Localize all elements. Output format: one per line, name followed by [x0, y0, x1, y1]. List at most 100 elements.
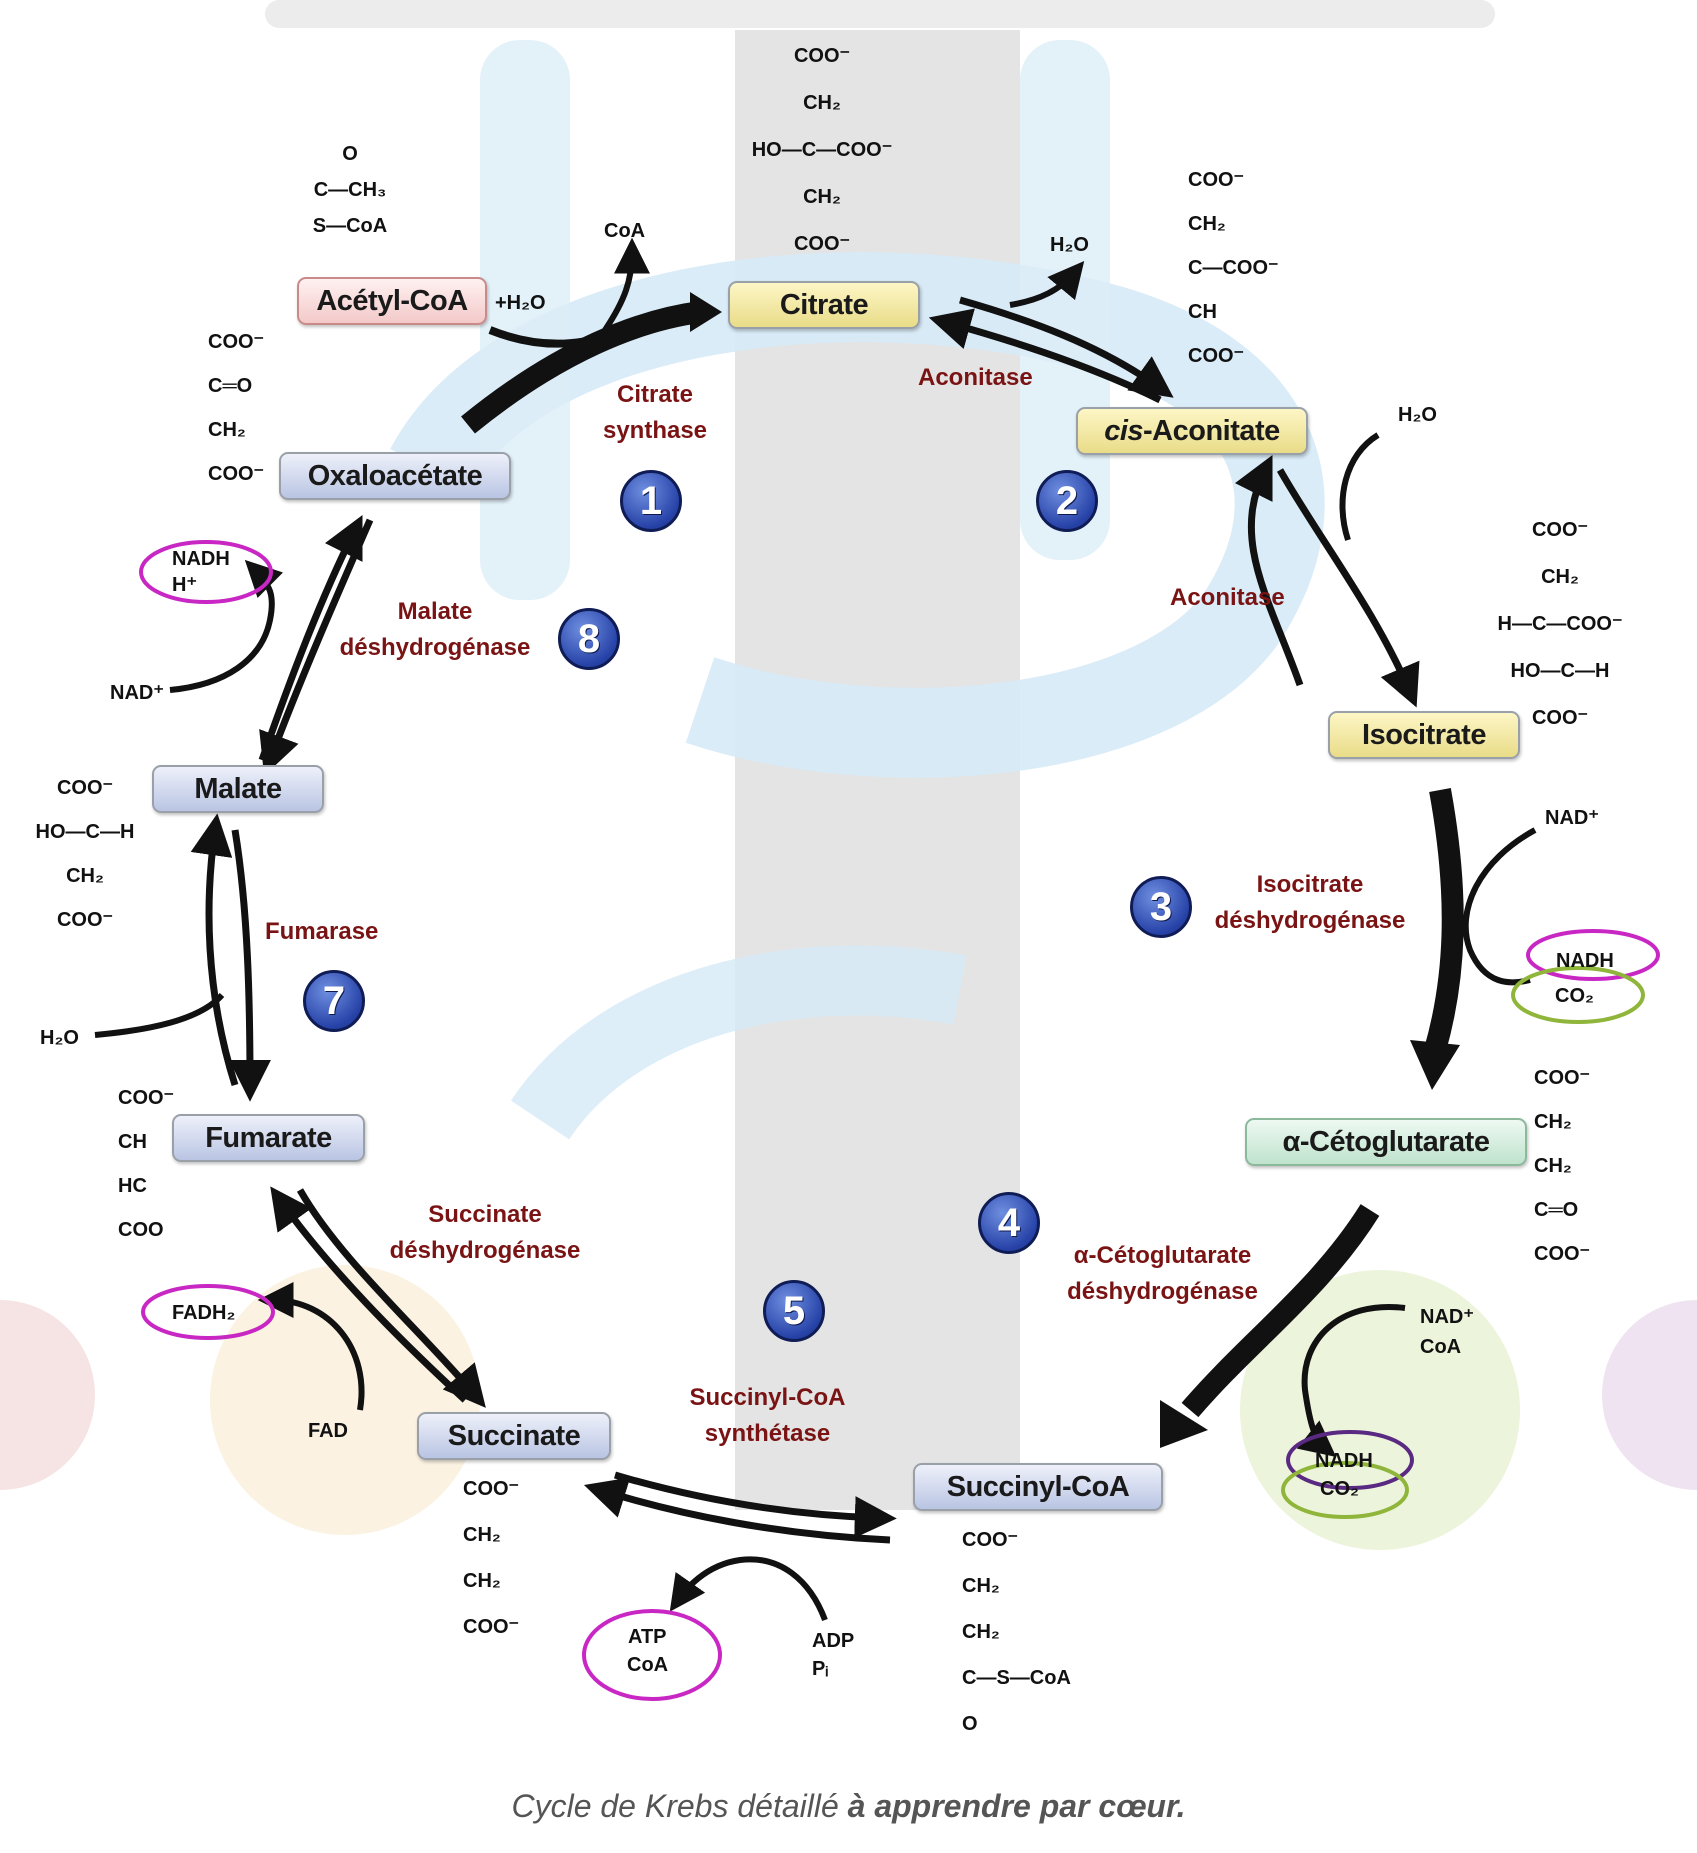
isocitrate-line-4: HO—C—H [1510, 660, 1610, 682]
arrow-step-3 [1410, 788, 1537, 1090]
cofactor-coa-4: CoA [1420, 1336, 1462, 1358]
structure-cis-aconitate: COO⁻ CH₂ C—COO⁻ CH COO⁻ [1188, 158, 1279, 378]
cofactor-coa-out: CoA [604, 220, 646, 242]
succinyl-coa-line-2: CH₂ [962, 1575, 1000, 1597]
acetyl-coa-box: Acétyl-CoA [297, 277, 487, 325]
cofactor-h2o-in: +H₂O [495, 292, 546, 314]
structure-alpha-kg: COO⁻ CH₂ CH₂ C═O COO⁻ [1534, 1056, 1590, 1276]
step-4-badge: 4 [978, 1192, 1040, 1254]
acetyl-line-2: C—CH₃ [313, 179, 387, 201]
arrow-step-5 [583, 1471, 897, 1622]
step-7-badge: 7 [303, 970, 365, 1032]
citrate-line-5: COO⁻ [793, 233, 851, 255]
cofactor-h2o-out: H₂O [1050, 234, 1089, 256]
citrate-line-2: CH₂ [803, 92, 841, 114]
arrow-step-2b [1234, 432, 1420, 708]
cofactor-adp: ADP [812, 1630, 855, 1652]
enzyme-8-line-2: déshydrogénase [339, 634, 531, 661]
cofactor-nadh-4: NADH [1315, 1450, 1373, 1472]
enzyme-5-line-2: synthétase [704, 1420, 831, 1447]
succinyl-coa-line-5: O [962, 1713, 978, 1735]
arrow-step-6 [257, 1186, 486, 1411]
alpha-cetoglutarate-box: α-Cétoglutarate [1245, 1118, 1527, 1166]
structure-citrate: COO⁻ CH₂ HO—C—COO⁻ CH₂ COO⁻ [722, 33, 922, 268]
cofactor-co2-3: CO₂ [1555, 985, 1594, 1007]
succinate-line-1: COO⁻ [463, 1478, 520, 1500]
enzyme-3-line-2: déshydrogénase [1214, 907, 1406, 934]
enzyme-5-line-1: Succinyl-CoA [689, 1384, 846, 1411]
cofactor-nadh-3: NADH [1556, 950, 1614, 972]
cofactor-h2o-7: H₂O [40, 1027, 79, 1049]
cofactor-nad-3: NAD⁺ [1545, 807, 1599, 829]
isocitrate-line-2: CH₂ [1541, 566, 1579, 588]
step-3-badge: 3 [1130, 876, 1192, 938]
succinyl-coa-box: Succinyl-CoA [913, 1463, 1163, 1511]
fumarate-label: Fumarate [205, 1121, 332, 1154]
cofactor-fadh2: FADH₂ [172, 1302, 236, 1324]
citrate-line-3: HO—C—COO⁻ [751, 139, 893, 161]
cofactor-fad: FAD [308, 1420, 348, 1442]
malate-line-4: COO⁻ [56, 909, 114, 931]
oxaloacetate-line-2: C═O [208, 375, 253, 397]
malate-box: Malate [152, 765, 324, 813]
structure-succinate: COO⁻ CH₂ CH₂ COO⁻ [463, 1466, 519, 1650]
cofactor-pi: Pᵢ [812, 1658, 829, 1680]
fumarate-line-2: CH [118, 1131, 147, 1153]
step-1-badge: 1 [620, 470, 682, 532]
structure-acetyl-coa: O C—CH₃ S—CoA [290, 136, 410, 244]
acetyl-line-3: S—CoA [312, 215, 388, 237]
enzyme-aconitase-2: Aconitase [1170, 584, 1285, 611]
cofactor-h-8: H⁺ [172, 574, 197, 596]
alpha-kg-line-3: CH₂ [1534, 1155, 1572, 1177]
malate-line-3: CH₂ [66, 865, 104, 887]
succinate-box: Succinate [417, 1412, 611, 1460]
alpha-kg-line-5: COO⁻ [1534, 1243, 1591, 1265]
acetyl-line-1: O [342, 143, 358, 165]
citrate-line-1: COO⁻ [793, 45, 851, 67]
oxaloacetate-box: Oxaloacétate [279, 452, 511, 500]
isocitrate-box: Isocitrate [1328, 711, 1520, 759]
succinyl-coa-line-4: C—S—CoA [962, 1667, 1071, 1689]
succinate-line-3: CH₂ [463, 1570, 501, 1592]
cofactor-co2-4: CO₂ [1320, 1478, 1359, 1500]
enzyme-6-line-1: Succinate [428, 1201, 542, 1228]
alpha-cetoglutarate-label: α-Cétoglutarate [1282, 1125, 1490, 1158]
arrow-step-1 [461, 237, 722, 434]
acetyl-coa-label: Acétyl-CoA [316, 284, 468, 317]
cofactor-nadh-8: NADH [172, 548, 230, 570]
alpha-kg-line-4: C═O [1534, 1199, 1579, 1221]
cofactor-ellipses [139, 540, 1660, 1701]
malate-label: Malate [194, 772, 282, 805]
enzyme-4-line-1: α-Cétoglutarate [1073, 1242, 1252, 1269]
alpha-kg-line-2: CH₂ [1534, 1111, 1572, 1133]
citrate-line-4: CH₂ [803, 186, 841, 208]
cofactor-nad-8: NAD⁺ [110, 682, 164, 704]
enzyme-aconitase-1: Aconitase [918, 364, 1033, 391]
succinyl-coa-line-1: COO⁻ [962, 1529, 1019, 1551]
succinyl-coa-line-3: CH₂ [962, 1621, 1000, 1643]
cis-aconitate-line-1: COO⁻ [1188, 169, 1245, 191]
structure-succinyl-coa: COO⁻ CH₂ CH₂ C—S—CoA O [962, 1517, 1071, 1747]
fumarate-box: Fumarate [172, 1114, 365, 1162]
cis-aconitate-line-3: C—COO⁻ [1188, 257, 1279, 279]
arrow-step-2 [928, 260, 1174, 404]
enzyme-3-line-1: Isocitrate [1256, 871, 1364, 898]
cofactor-nad-4: NAD⁺ [1420, 1306, 1474, 1328]
isocitrate-label: Isocitrate [1362, 718, 1486, 751]
oxaloacetate-label: Oxaloacétate [307, 459, 483, 492]
cofactor-h2o-in-2: H₂O [1398, 404, 1437, 426]
succinyl-coa-label: Succinyl-CoA [946, 1470, 1130, 1503]
fumarate-line-1: COO⁻ [118, 1087, 175, 1109]
step-8-badge: 8 [558, 608, 620, 670]
fumarate-line-3: HC [118, 1175, 147, 1197]
malate-line-1: COO⁻ [56, 777, 114, 799]
caption-bold: à apprendre par cœur. [847, 1788, 1186, 1824]
cis-aconitate-line-4: CH [1188, 301, 1217, 323]
succinate-line-4: COO⁻ [463, 1616, 520, 1638]
